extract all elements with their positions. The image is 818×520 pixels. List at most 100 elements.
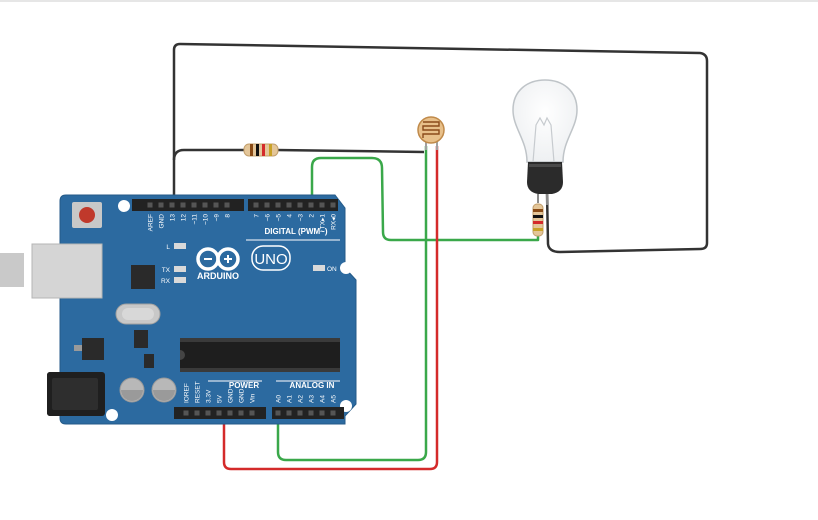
wire-black-gnd-to-bulb[interactable] — [172, 42, 709, 254]
arduino-brand-text: ARDUINO — [197, 271, 239, 281]
digital-header-left — [132, 199, 244, 211]
resistor-band — [250, 144, 253, 156]
pin-label: A2 — [298, 395, 305, 403]
wire-green-pin2-to-resistor[interactable] — [310, 156, 540, 242]
pin-hole[interactable] — [264, 202, 270, 208]
pin-label: ~6 — [265, 214, 272, 222]
wire-red-5v-to-ldr[interactable] — [222, 146, 439, 471]
pin-label: 13 — [170, 214, 177, 222]
pin-hole[interactable] — [202, 202, 208, 208]
resistor-band — [533, 228, 543, 231]
resistor-1[interactable] — [243, 143, 279, 157]
pin-hole[interactable] — [297, 202, 303, 208]
pin-label: A0 — [276, 395, 283, 403]
led-l-label: L — [166, 244, 170, 251]
pin-hole[interactable] — [183, 410, 189, 416]
pin-hole[interactable] — [191, 202, 197, 208]
photoresistor[interactable] — [417, 116, 445, 150]
wire-black-resistor-to-ldr[interactable] — [275, 148, 425, 154]
usb-chip — [131, 265, 155, 289]
analog-in-label: ANALOG IN — [290, 381, 335, 390]
pin-label: GND — [239, 388, 246, 403]
pin-label: A4 — [320, 395, 327, 403]
digital-header-right — [248, 199, 338, 211]
pin-hole[interactable] — [330, 410, 336, 416]
mount-hole — [106, 409, 118, 421]
pin-hole[interactable] — [158, 202, 164, 208]
led-tx-label: TX — [162, 267, 171, 274]
pin-hole[interactable] — [319, 410, 325, 416]
led-rx-label: RX — [161, 278, 171, 285]
pin-label: 8 — [225, 214, 232, 218]
mount-hole — [340, 262, 352, 274]
pin-label: TX▸1 — [320, 214, 327, 230]
led-l — [174, 243, 186, 249]
digital-pwm-label: DIGITAL (PWM~) — [264, 227, 327, 236]
pin-hole[interactable] — [297, 410, 303, 416]
pin-hole[interactable] — [275, 202, 281, 208]
pin-label: AREF — [148, 214, 155, 231]
pin-label: RESET — [195, 381, 202, 403]
pin-label: ~10 — [203, 214, 210, 225]
atmega-chip — [180, 338, 340, 372]
resistor-band — [533, 215, 543, 218]
pin-label: ~5 — [276, 214, 283, 222]
light-bulb[interactable] — [512, 79, 578, 205]
wire-green-a0-to-ldr[interactable] — [276, 146, 428, 462]
pin-hole[interactable] — [147, 202, 153, 208]
pin-label: 3.3V — [206, 389, 213, 403]
pin-hole[interactable] — [319, 202, 325, 208]
pin-label: A3 — [309, 395, 316, 403]
small-chip — [134, 330, 148, 348]
pin-label: IOREF — [184, 383, 191, 403]
resistor-band — [533, 221, 543, 224]
pin-hole[interactable] — [308, 202, 314, 208]
pin-hole[interactable] — [308, 410, 314, 416]
pin-hole[interactable] — [238, 410, 244, 416]
pin-hole[interactable] — [275, 410, 281, 416]
pin-hole[interactable] — [286, 410, 292, 416]
pin-label: A5 — [331, 395, 338, 403]
resistor-band — [533, 209, 543, 212]
small-chip — [144, 354, 154, 368]
pin-hole[interactable] — [205, 410, 211, 416]
pin-label: A1 — [287, 395, 294, 403]
pin-hole[interactable] — [253, 202, 259, 208]
power-label: POWER — [229, 381, 259, 390]
led-rx — [174, 277, 186, 283]
wire-black-to-resistor[interactable] — [172, 148, 246, 161]
pin-label: GND — [159, 214, 166, 229]
resistor-band — [269, 144, 272, 156]
arduino-logo-icon — [196, 247, 240, 271]
voltage-regulator — [82, 338, 104, 360]
pin-hole[interactable] — [227, 410, 233, 416]
pin-label: ~11 — [192, 214, 199, 225]
pin-hole[interactable] — [169, 202, 175, 208]
pin-label: ~9 — [214, 214, 221, 222]
pin-hole[interactable] — [224, 202, 230, 208]
resistor-2[interactable] — [532, 203, 544, 237]
pin-label: ~3 — [298, 214, 305, 222]
pin-hole[interactable] — [194, 410, 200, 416]
resistor-band — [262, 144, 265, 156]
pin-hole[interactable] — [330, 202, 336, 208]
pin-hole[interactable] — [216, 410, 222, 416]
pin-label: 2 — [309, 214, 316, 218]
pin-hole[interactable] — [213, 202, 219, 208]
pin-label: 5V — [217, 394, 224, 403]
led-tx — [174, 266, 186, 272]
pin-hole[interactable] — [286, 202, 292, 208]
pin-label: 7 — [254, 214, 261, 218]
led-on — [313, 265, 325, 271]
analog-header — [272, 407, 344, 419]
pin-hole[interactable] — [180, 202, 186, 208]
resistor-band — [256, 144, 259, 156]
pin-label: 4 — [287, 214, 294, 218]
pin-hole[interactable] — [249, 410, 255, 416]
usb-cable — [0, 253, 24, 287]
pin-label: 12 — [181, 214, 188, 222]
led-on-label: ON — [327, 266, 337, 273]
mount-hole — [118, 200, 130, 212]
